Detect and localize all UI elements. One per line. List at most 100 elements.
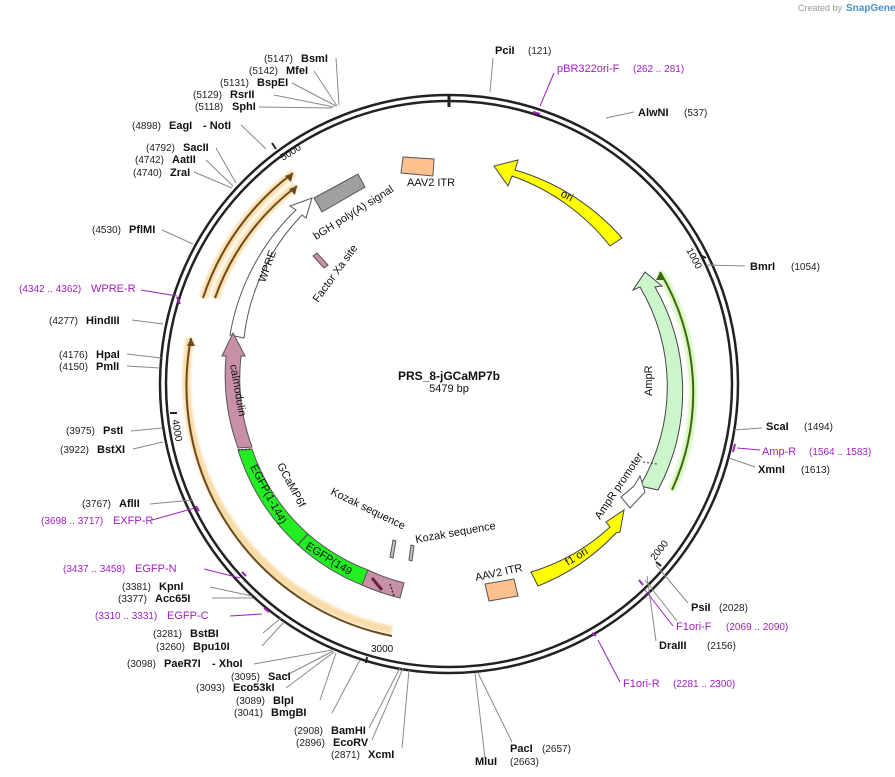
site-bpu10i-name[interactable]: Bpu10I (193, 641, 230, 653)
ampr-promoter-feature[interactable] (620, 474, 646, 509)
primer-egfp-n-name[interactable]: EGFP-N (135, 563, 177, 575)
primer-f1ori-r-range: (2281 .. 2300) (673, 679, 735, 690)
site-noti-name[interactable]: - NotI (203, 120, 231, 132)
aav2-itr-top-feature[interactable] (400, 156, 435, 177)
site-paer7i-name[interactable]: PaeR7I (164, 658, 201, 670)
site-bmri-name[interactable]: BmrI (750, 261, 775, 273)
wpre-feature[interactable] (229, 197, 313, 339)
primer-exfp-r-range: (3698 .. 3717) (41, 516, 103, 527)
created-by-text: Created by (798, 3, 843, 13)
site-scai-pos: (1494) (804, 422, 833, 433)
primer-egfp-c-name[interactable]: EGFP-C (167, 610, 209, 622)
site-paci-name[interactable]: PacI (510, 743, 533, 755)
site-bmri-pos: (1054) (791, 262, 820, 273)
site-xmni-name[interactable]: XmnI (758, 464, 785, 476)
site-sphi-name[interactable]: SphI (232, 101, 256, 113)
site-psii-name[interactable]: PsiI (691, 602, 711, 614)
primer-wpre-r-name[interactable]: WPRE-R (91, 283, 136, 295)
site-hpai-pos: (4176) (59, 350, 88, 361)
tick-3000-mark (365, 656, 368, 664)
site-zrai-name[interactable]: ZraI (170, 167, 190, 179)
ampr-label: AmpR (643, 365, 655, 396)
site-hindiii-pos: (4277) (49, 316, 78, 327)
kozak-2-label: Kozak sequence (414, 520, 496, 546)
site-mfei-name[interactable]: MfeI (286, 65, 308, 77)
site-rsrii-name[interactable]: RsrII (230, 89, 254, 101)
site-sacii-name[interactable]: SacII (183, 142, 209, 154)
site-zrai-pos: (4740) (133, 168, 162, 179)
site-ecorv-name[interactable]: EcoRV (333, 737, 369, 749)
site-aflii-name[interactable]: AflII (119, 498, 140, 510)
tick-5000-label: 5000 (279, 142, 304, 163)
site-psii-pos: (2028) (719, 603, 748, 614)
bgh-polya-feature[interactable] (313, 173, 366, 213)
site-eagi-name[interactable]: EagI (169, 120, 192, 132)
site-mfei-pos: (5142) (249, 66, 278, 77)
site-psti-name[interactable]: PstI (103, 425, 123, 437)
site-bamhi-name[interactable]: BamHI (331, 725, 366, 737)
site-hindiii-name[interactable]: HindIII (86, 315, 120, 327)
ampr-feature[interactable] (631, 271, 684, 491)
site-pmli-name[interactable]: PmlI (96, 361, 119, 373)
site-alwni-name[interactable]: AlwNI (638, 107, 669, 119)
primer-amp-r-name[interactable]: Amp-R (762, 446, 796, 458)
egfp-dotted-start (237, 448, 253, 451)
site-aatii-name[interactable]: AatII (172, 154, 196, 166)
site-scai-name[interactable]: ScaI (766, 421, 789, 433)
site-pcii-pos: (121) (528, 46, 551, 57)
site-bspei-name[interactable]: BspEI (257, 77, 288, 89)
primer-pbr322ori-f-name[interactable]: pBR322ori-F (557, 63, 620, 75)
site-bmgbi-name[interactable]: BmgBI (271, 707, 306, 719)
site-blpi-pos: (3089) (236, 696, 265, 707)
site-saci-pos: (3095) (231, 672, 260, 683)
gcamp-end-feature[interactable] (361, 569, 405, 599)
site-sacii-pos: (4792) (146, 143, 175, 154)
calmodulin-feature[interactable] (221, 331, 253, 449)
site-alwni-pos: (537) (684, 108, 707, 119)
site-acc65i-name[interactable]: Acc65I (155, 593, 190, 605)
site-hpai-name[interactable]: HpaI (96, 349, 120, 361)
site-eco53ki-name[interactable]: Eco53kI (233, 682, 275, 694)
site-xhoi-name[interactable]: - XhoI (212, 658, 243, 670)
tick-5000-mark (271, 142, 277, 150)
site-pflmi-name[interactable]: PflMI (129, 224, 155, 236)
site-mlui-pos: (2663) (510, 757, 539, 768)
aav2-itr-bottom-feature[interactable] (484, 578, 519, 602)
site-ecorv-pos: (2896) (296, 738, 325, 749)
f1-ori-feature[interactable] (530, 508, 625, 587)
site-paci-pos: (2657) (542, 744, 571, 755)
site-kpni-name[interactable]: KpnI (159, 581, 183, 593)
site-mlui-name[interactable]: MluI (475, 756, 497, 768)
site-eagi-pos: (4898) (132, 121, 161, 132)
ampr-orf-arc (659, 271, 695, 491)
primer-pbr322ori-f-range: (262 .. 281) (633, 64, 684, 75)
site-xcmi-name[interactable]: XcmI (368, 749, 394, 761)
site-pcii-name[interactable]: PciI (495, 45, 515, 57)
ori-feature[interactable] (493, 159, 623, 247)
site-draiii-name[interactable]: DraIII (659, 640, 687, 652)
site-draiii-pos: (2156) (707, 641, 736, 652)
tick-3000-label: 3000 (371, 644, 394, 655)
kozak-1-feature[interactable] (389, 539, 397, 559)
site-bstxi-name[interactable]: BstXI (97, 444, 125, 456)
site-bsmi-name[interactable]: BsmI (301, 53, 328, 65)
site-blpi-name[interactable]: BlpI (273, 695, 294, 707)
kozak-2-feature[interactable] (408, 544, 415, 562)
tick-2000-mark (655, 561, 662, 567)
orf-arc-lower-left (185, 337, 393, 637)
aav2-itr-bottom-label: AAV2 ITR (474, 562, 524, 584)
site-bstbi-name[interactable]: BstBI (190, 628, 219, 640)
factor-xa-feature[interactable] (312, 252, 329, 269)
ori-label: ori (559, 188, 575, 204)
primer-exfp-r-name[interactable]: EXFP-R (113, 515, 153, 527)
gcamp-end-dotted (389, 583, 395, 597)
site-saci-name[interactable]: SacI (268, 671, 291, 683)
site-bsmi-pos: (5147) (264, 54, 293, 65)
primer-f1ori-r-name[interactable]: F1ori-R (623, 678, 660, 690)
site-paer7i-pos: (3098) (127, 659, 156, 670)
site-leader-lines (126, 57, 763, 759)
primer-f1ori-f-name[interactable]: F1ori-F (676, 621, 712, 633)
site-pmli-pos: (4150) (59, 362, 88, 373)
orf-arc-lower-left-head (187, 338, 195, 346)
